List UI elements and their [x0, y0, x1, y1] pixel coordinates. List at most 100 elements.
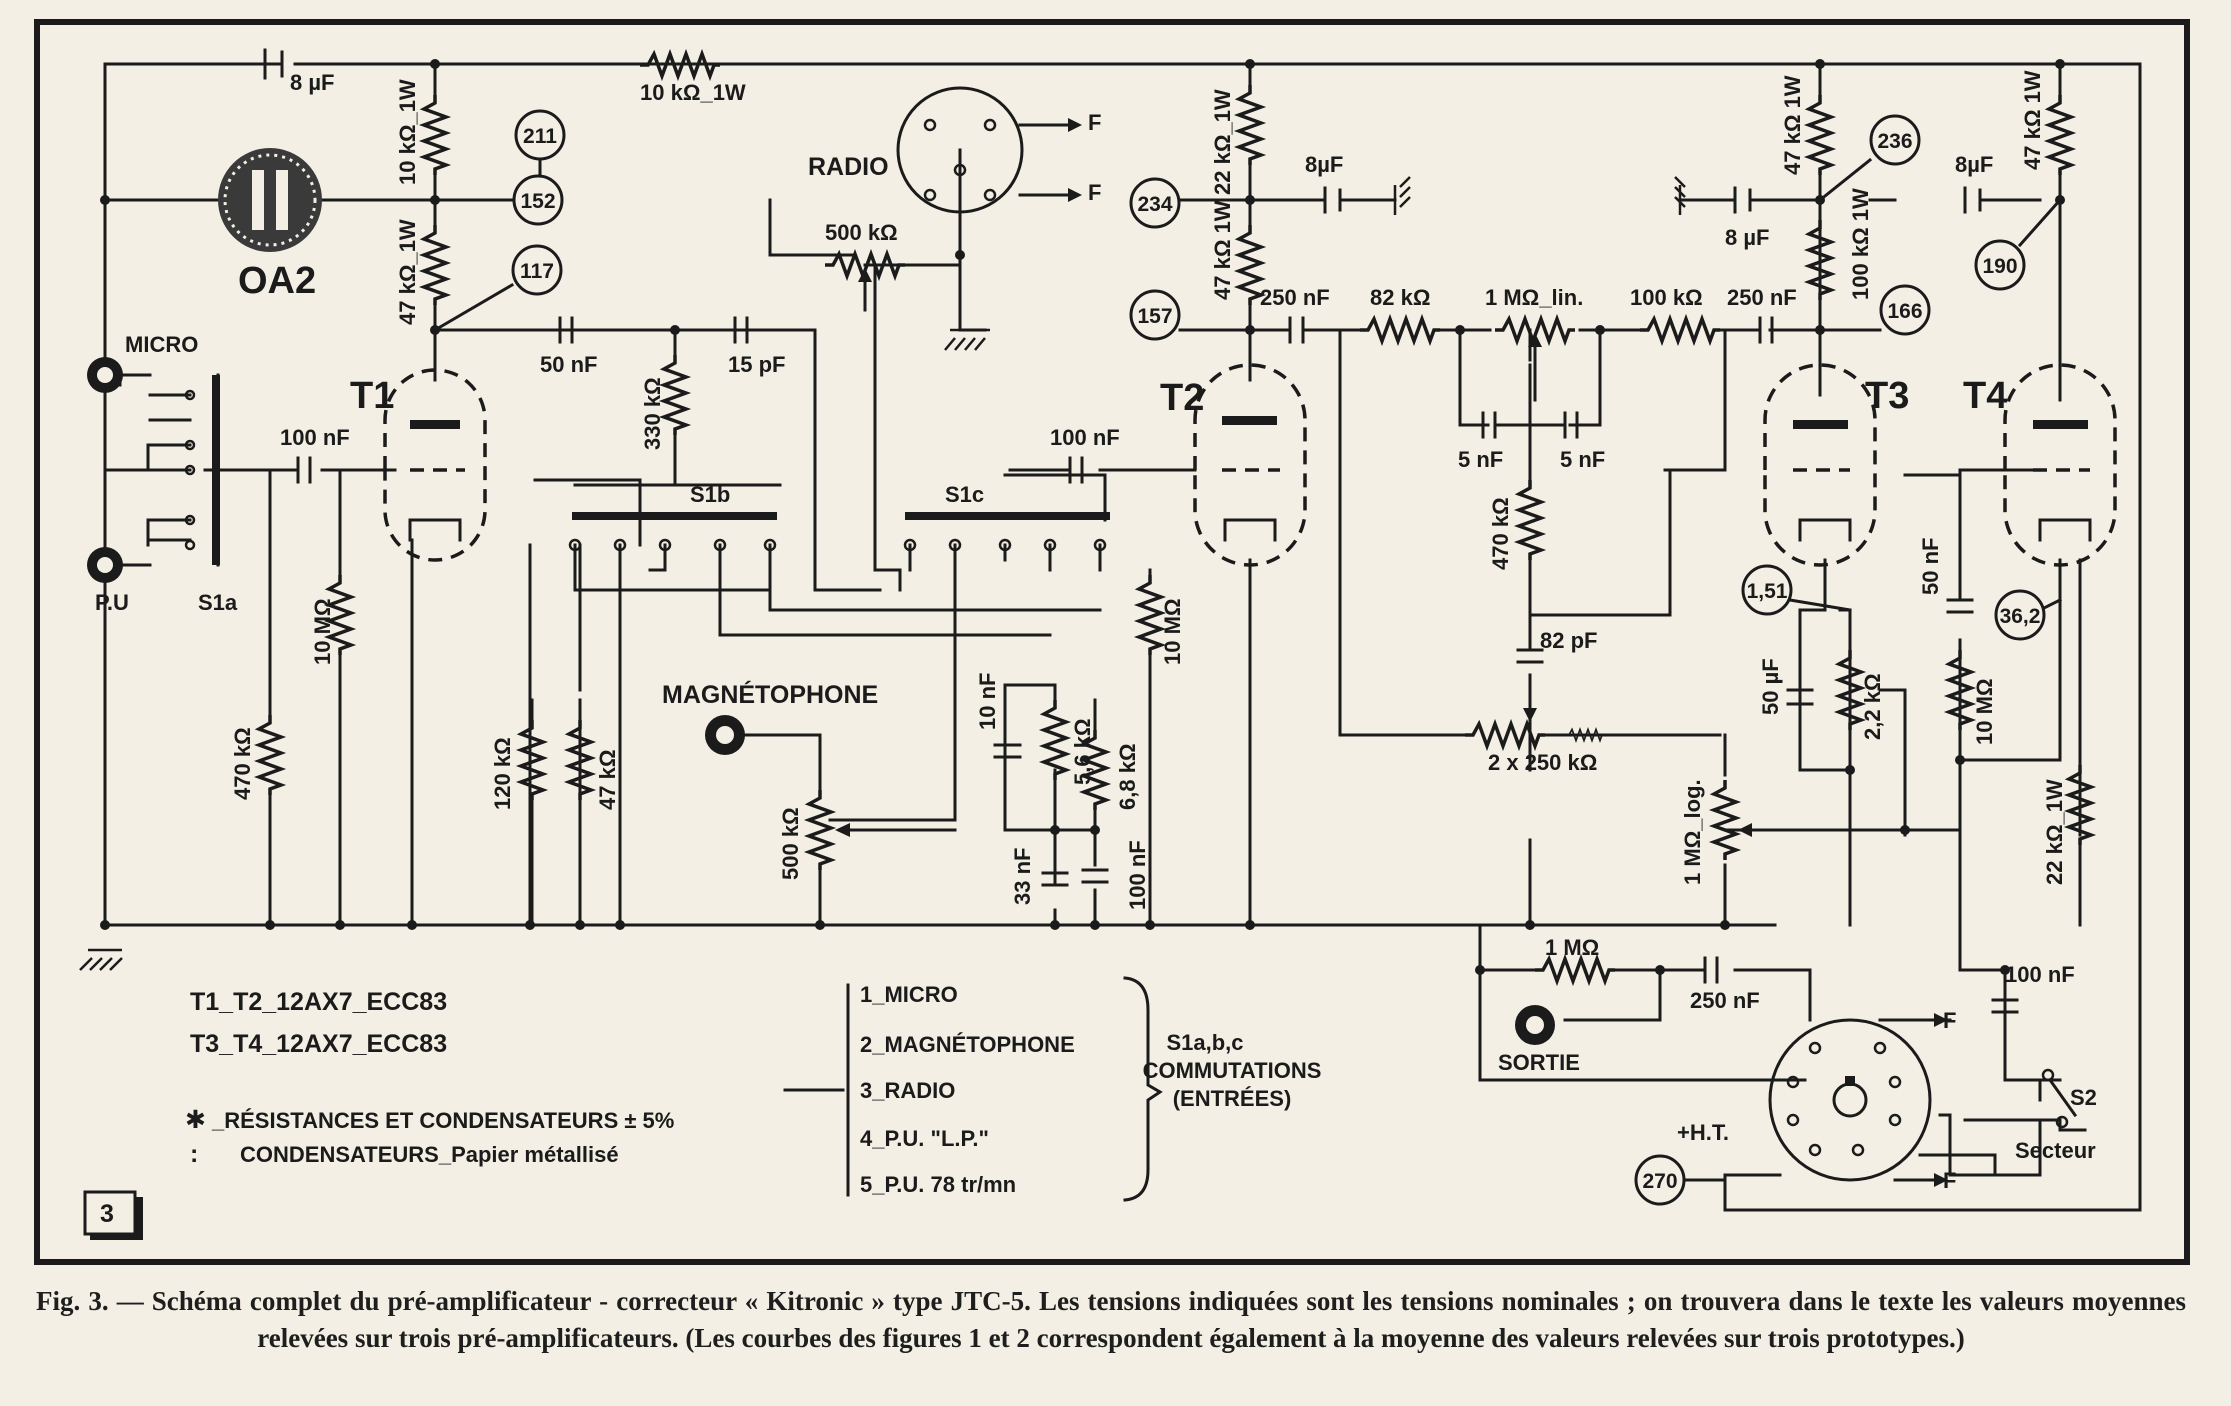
label-r-10M-t4: 10 MΩ	[1972, 678, 1997, 745]
label-t3: T3	[1865, 375, 1909, 417]
label-s1b: S1b	[690, 482, 730, 507]
legend-asterisk-note: _RÉSISTANCES ET CONDENSATEURS ± 5%	[211, 1108, 674, 1133]
oa2-tube	[218, 148, 322, 252]
resistor-330k	[662, 353, 688, 437]
label-r-47k-t1: 47 kΩ_1W	[395, 219, 420, 325]
pot-1M-log	[1712, 778, 1738, 862]
legend-switch-title-2: COMMUTATIONS	[1143, 1058, 1322, 1083]
label-secteur: Secteur	[2015, 1138, 2096, 1163]
legend-switch-title-1: S1a,b,c	[1166, 1030, 1243, 1055]
svg-text::: :	[190, 1140, 198, 1168]
pot-2x250k-a	[1463, 722, 1547, 748]
svg-text:✱: ✱	[185, 1106, 206, 1134]
test-point-236: 236	[1869, 114, 1921, 166]
mains-socket	[1768, 1013, 2069, 1187]
svg-text:211: 211	[523, 125, 557, 148]
resistor-47k-t1	[422, 223, 448, 307]
label-pu: P.U	[95, 590, 129, 615]
label-r-47k-sw: 47 kΩ	[595, 750, 620, 810]
label-r-1M-fb: 1 MΩ	[1545, 935, 1599, 960]
label-pot-500k-radio: 500 kΩ	[825, 220, 898, 245]
ground-symbol	[79, 948, 123, 971]
label-t2: T2	[1160, 377, 1204, 419]
label-r-5k6: 5,6 kΩ	[1070, 718, 1095, 785]
legend-switch-2: 2_MAGNÉTOPHONE	[860, 1032, 1075, 1057]
label-r-470k-in: 470 kΩ	[230, 727, 255, 800]
jacks	[87, 357, 1555, 1045]
schematic-diagram: 211 152 117 234 157 236 166 190 1,51 36,…	[34, 19, 2190, 1265]
label-c-50uF: 50 µF	[1758, 658, 1783, 715]
label-c-100nF-in: 100 nF	[280, 425, 350, 450]
resistor-470k-tone	[1517, 478, 1543, 562]
svg-text:234: 234	[1137, 193, 1172, 216]
test-point-1-51: 1,51	[1741, 564, 1793, 616]
svg-text:36,2: 36,2	[2000, 605, 2041, 628]
label-pot-1M-log: 1 MΩ_log.	[1680, 779, 1705, 885]
tube-t1	[383, 368, 487, 562]
tube-t3	[1763, 363, 1877, 567]
svg-text:270: 270	[1642, 1170, 1677, 1193]
figure-caption: Fig. 3. — Schéma complet du pré-amplific…	[36, 1286, 2186, 1353]
label-magnetophone: MAGNÉTOPHONE	[662, 680, 878, 709]
resistor-10k-t1	[422, 93, 448, 177]
label-c-82pF: 82 pF	[1540, 628, 1597, 653]
legend-tubes-line1: T1_T2_12AX7_ECC83	[190, 988, 447, 1016]
resistor-22k-t2	[1237, 83, 1263, 167]
tube-t2	[1193, 363, 1307, 567]
label-c-100nF-eq: 100 nF	[1125, 840, 1150, 910]
label-c-8uF-t2: 8µF	[1305, 152, 1343, 177]
svg-text:117: 117	[520, 260, 554, 283]
label-t4: T4	[1963, 375, 2007, 417]
label-c-50nF-t4: 50 nF	[1918, 538, 1943, 595]
label-t1: T1	[350, 375, 394, 417]
label-c-5nF-a: 5 nF	[1458, 447, 1503, 472]
svg-text:152: 152	[520, 190, 555, 213]
tube-t4	[2003, 363, 2117, 567]
test-points: 211 152 117 234 157 236 166 190 1,51 36,…	[432, 109, 2063, 1206]
svg-text:236: 236	[1877, 130, 1912, 153]
label-r-100k-t3: 100 kΩ 1W	[1848, 188, 1873, 300]
label-c-33nF: 33 nF	[1010, 848, 1035, 905]
wiring	[103, 62, 2142, 1212]
label-f1: F	[1088, 110, 1101, 135]
figure-number-box: 3	[83, 1190, 143, 1240]
legend-tubes-line2: T3_T4_12AX7_ECC83	[190, 1030, 447, 1058]
label-r-10M-t2: 10 MΩ	[1160, 598, 1185, 665]
label-micro: MICRO	[125, 332, 198, 357]
label-pot-1M-lin: 1 MΩ_lin.	[1485, 285, 1583, 310]
legend-switch-1: 1_MICRO	[860, 982, 958, 1007]
label-f4: F	[1943, 1168, 1956, 1193]
label-r-100k-tone: 100 kΩ	[1630, 285, 1703, 310]
label-c-250nF-t2: 250 nF	[1260, 285, 1330, 310]
label-r-47k-t4: 47 kΩ 1W	[2020, 70, 2045, 170]
legend-switch-3: 3_RADIO	[860, 1078, 955, 1103]
label-c-10nF: 10 nF	[975, 673, 1000, 730]
label-pot-2x250k: 2 x 250 kΩ	[1488, 750, 1597, 775]
legend-dot-note: CONDENSATEURS_Papier métallisé	[240, 1142, 619, 1167]
label-c-250nF-out: 250 nF	[1690, 988, 1760, 1013]
label-sortie: SORTIE	[1498, 1050, 1580, 1075]
labels: 8 µF 10 kΩ_1W 10 kΩ_1W 47 kΩ_1W OA2 T1 T…	[95, 70, 2097, 1193]
label-r-22k-t2: 22 kΩ_1W	[1210, 89, 1235, 195]
svg-text:1,51: 1,51	[1747, 580, 1788, 603]
resistor-47k-t4	[2047, 93, 2073, 177]
resistor-470k-in	[257, 713, 283, 797]
label-c-50nF: 50 nF	[540, 352, 597, 377]
label-f3: F	[1943, 1008, 1956, 1033]
label-c-8uF-t3: 8 µF	[1725, 225, 1769, 250]
legend-switch-title-3: (ENTRÉES)	[1173, 1086, 1292, 1111]
svg-text:190: 190	[1982, 255, 2017, 278]
label-r-22k-t4: 22 kΩ_1W	[2042, 779, 2067, 885]
resistor-120k	[519, 718, 545, 802]
label-r-330k: 330 kΩ	[640, 377, 665, 450]
svg-text:3: 3	[100, 1200, 114, 1228]
label-c-15pF: 15 pF	[728, 352, 785, 377]
resistor-47k-t2	[1237, 223, 1263, 307]
label-pot-500k-mag: 500 kΩ	[778, 807, 803, 880]
label-r-6k8: 6,8 kΩ	[1115, 743, 1140, 810]
label-r-47k-t3: 47 kΩ 1W	[1780, 75, 1805, 175]
resistor-5k6	[1042, 698, 1068, 782]
test-point-152: 152	[512, 174, 564, 226]
resistor-82k	[1358, 317, 1442, 343]
pot-500k-mag	[807, 788, 833, 872]
